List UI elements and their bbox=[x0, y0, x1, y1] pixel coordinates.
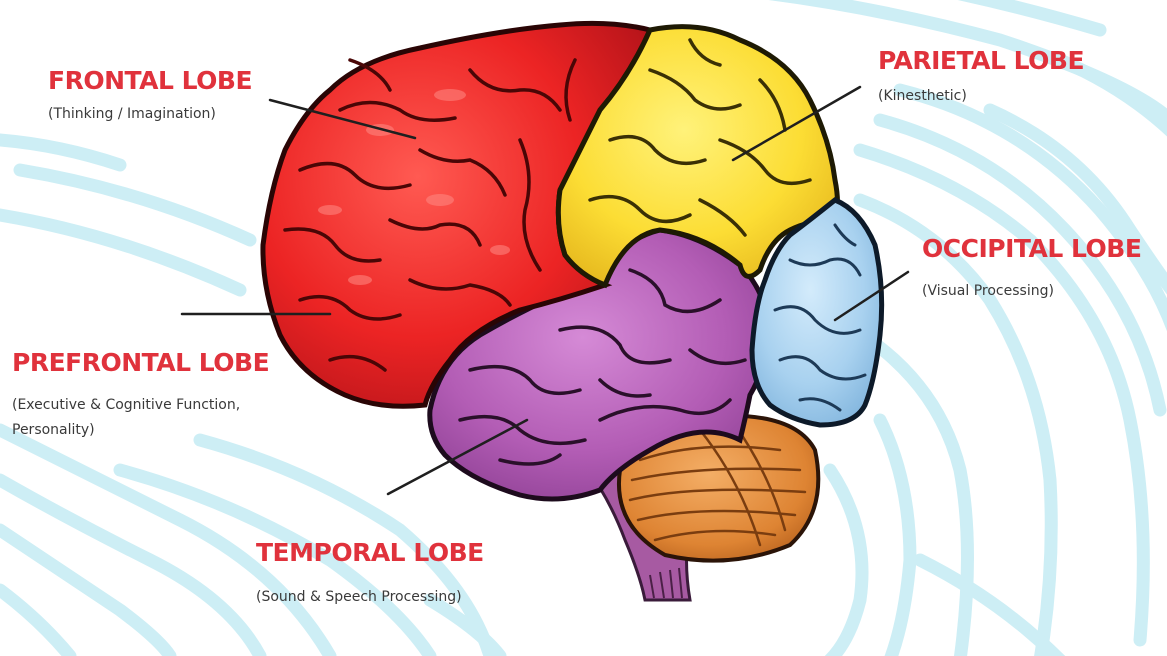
prefrontal-lobe-title: PREFRONTAL LOBE bbox=[12, 350, 269, 375]
temporal-lobe-description: (Sound & Speech Processing) bbox=[256, 587, 462, 608]
prefrontal-lobe-description-line1: (Executive & Cognitive Function, bbox=[12, 395, 240, 416]
prefrontal-lobe-description-line2: Personality) bbox=[12, 420, 95, 441]
frontal-lobe-description: (Thinking / Imagination) bbox=[48, 104, 216, 125]
occipital-lobe-description: (Visual Processing) bbox=[922, 281, 1054, 302]
parietal-lobe-title: PARIETAL LOBE bbox=[878, 48, 1084, 73]
occipital-lobe-title: OCCIPITAL LOBE bbox=[922, 236, 1141, 261]
parietal-lobe-description: (Kinesthetic) bbox=[878, 86, 967, 107]
frontal-lobe-title: FRONTAL LOBE bbox=[48, 68, 252, 93]
temporal-lobe-title: TEMPORAL LOBE bbox=[256, 540, 484, 565]
